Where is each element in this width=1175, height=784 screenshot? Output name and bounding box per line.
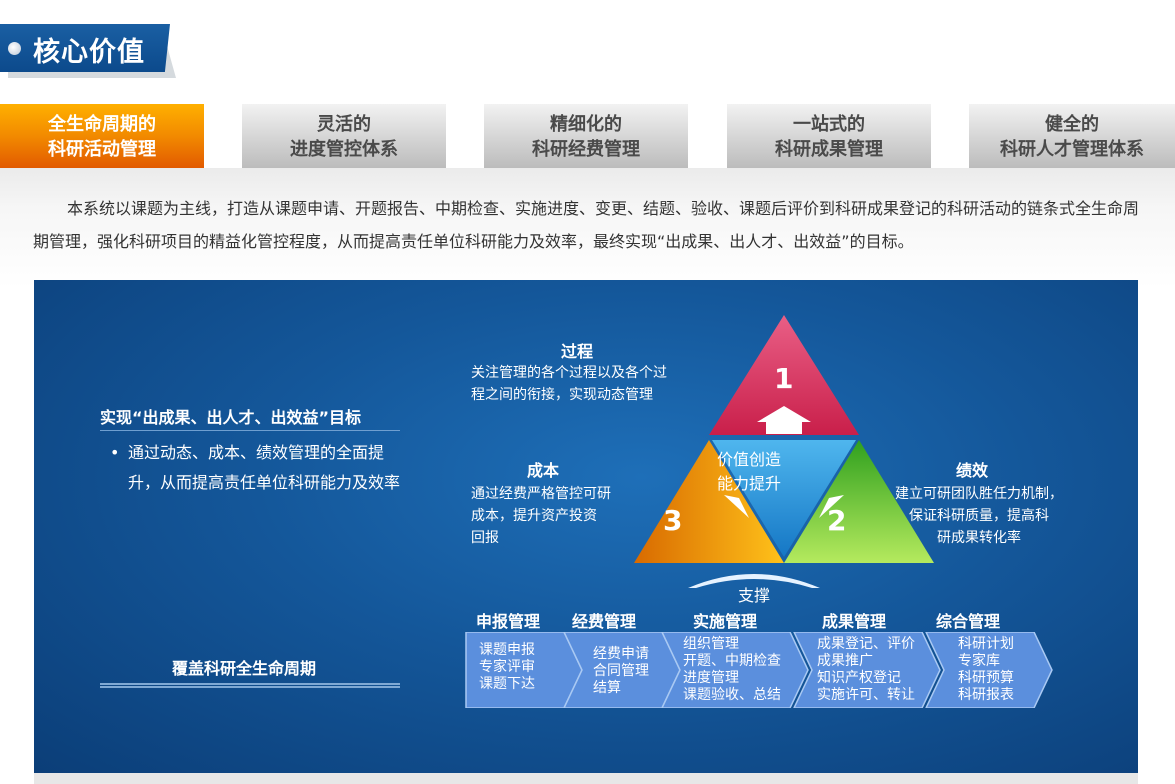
value-diagram-panel: 实现“出成果、出人才、出效益”目标 • 通过动态、成本、绩效管理的全面提升，从而…	[34, 280, 1138, 773]
tab-label-line2: 科研经费管理	[532, 139, 640, 160]
section-title-banner: 核心价值	[0, 24, 178, 78]
process-number: 1	[774, 362, 794, 395]
module-item: 课题下达	[479, 676, 535, 692]
process-title: 过程	[561, 342, 594, 361]
module-items-funding: 经费申请 合同管理 结算	[593, 646, 649, 697]
performance-desc-line: 保证科研质量，提高科	[909, 508, 1049, 524]
module-item: 科研计划	[958, 636, 1014, 652]
module-items-implementation: 组织管理 开题、中期检查 进度管理 课题验收、总结	[683, 636, 781, 704]
support-arc-icon	[688, 574, 820, 588]
module-items-application: 课题申报 专家评审 课题下达	[479, 642, 535, 693]
tab-lifecycle[interactable]: 全生命周期的 科研活动管理	[0, 104, 204, 168]
tab-label-line2: 科研活动管理	[48, 139, 156, 160]
module-item: 知识产权登记	[817, 670, 901, 686]
coverage-divider	[100, 683, 400, 688]
module-item: 成果登记、评价	[817, 636, 915, 652]
tab-strip: 全生命周期的 科研活动管理 灵活的 进度管控体系 精细化的 科研经费管理 一站式…	[0, 104, 1175, 168]
process-desc-line: 程之间的衔接，实现动态管理	[471, 387, 653, 403]
title-background	[0, 24, 170, 72]
goal-description-text: 通过动态、成本、绩效管理的全面提升，从而提高责任单位科研能力及效率	[128, 443, 401, 492]
bullet-icon: •	[110, 443, 120, 462]
cost-description: 通过经费严格管控可研 成本，提升资产投资 回报	[471, 483, 611, 549]
module-item: 课题验收、总结	[683, 687, 781, 703]
support-label: 支撑	[738, 586, 771, 605]
lifecycle-coverage-label: 覆盖科研全生命周期	[172, 659, 317, 678]
module-item: 专家评审	[479, 659, 535, 675]
process-description: 关注管理的各个过程以及各个过 程之间的衔接，实现动态管理	[471, 362, 667, 406]
module-item: 科研预算	[958, 670, 1014, 686]
module-title-funding: 经费管理	[572, 612, 637, 631]
tab-label-line2: 科研人才管理体系	[1000, 139, 1144, 160]
cost-title: 成本	[527, 461, 560, 480]
center-label-line: 价值创造	[717, 450, 782, 469]
cost-number: 3	[663, 504, 683, 537]
title-bullet-icon	[8, 42, 21, 55]
goal-description: • 通过动态、成本、绩效管理的全面提升，从而提高责任单位科研能力及效率	[110, 438, 410, 498]
tab-label-line2: 进度管控体系	[290, 139, 398, 160]
performance-triangle	[784, 440, 934, 563]
tab-label-line2: 科研成果管理	[775, 139, 883, 160]
module-items-comprehensive: 科研计划 专家库 科研预算 科研报表	[958, 636, 1014, 704]
module-item: 组织管理	[683, 636, 739, 652]
cost-desc-line: 成本，提升资产投资	[471, 508, 597, 524]
performance-title: 绩效	[956, 461, 989, 480]
up-arrow-icon	[757, 406, 811, 434]
center-triangle	[712, 440, 856, 557]
module-item: 科研报表	[958, 687, 1014, 703]
performance-description: 建立可研团队胜任力机制， 保证科研质量，提高科 研成果转化率	[884, 483, 1074, 549]
module-item: 开题、中期检查	[683, 653, 781, 669]
right-arrow-icon	[819, 495, 844, 518]
performance-desc-line: 研成果转化率	[937, 530, 1021, 546]
module-arrow-funding	[563, 632, 681, 708]
module-arrow-achievements	[793, 632, 941, 708]
cost-desc-line: 回报	[471, 530, 499, 546]
module-item: 实施许可、转让	[817, 687, 915, 703]
module-item: 专家库	[958, 653, 1000, 669]
module-arrow-implementation	[661, 632, 809, 708]
module-item: 经费申请	[593, 646, 649, 662]
module-item: 结算	[593, 680, 621, 696]
module-title-achievements: 成果管理	[822, 612, 887, 631]
module-title-application: 申报管理	[476, 612, 541, 631]
process-triangle	[709, 315, 859, 435]
tab-label-line1: 健全的	[1045, 114, 1099, 135]
module-items-achievements: 成果登记、评价 成果推广 知识产权登记 实施许可、转让	[817, 636, 915, 704]
module-arrow-comprehensive	[925, 632, 1053, 708]
center-label-line: 能力提升	[717, 474, 782, 493]
tab-label-line1: 全生命周期的	[48, 114, 156, 135]
value-triangle-graphic	[634, 315, 934, 563]
goal-divider	[100, 430, 400, 431]
tab-label-line1: 精细化的	[550, 114, 622, 135]
module-title-implementation: 实施管理	[693, 612, 758, 631]
performance-desc-line: 建立可研团队胜任力机制，	[895, 486, 1063, 502]
tab-label-line1: 灵活的	[317, 114, 371, 135]
tab-label-line1: 一站式的	[793, 114, 865, 135]
tab-progress[interactable]: 灵活的 进度管控体系	[242, 104, 446, 168]
module-item: 课题申报	[479, 642, 535, 658]
module-item: 合同管理	[593, 663, 649, 679]
module-title-comprehensive: 综合管理	[936, 612, 1001, 631]
description-text: 本系统以课题为主线，打造从课题申请、开题报告、中期检查、实施进度、变更、结题、验…	[33, 199, 1140, 251]
performance-number: 2	[827, 504, 847, 537]
tab-funding[interactable]: 精细化的 科研经费管理	[484, 104, 688, 168]
tab-talent[interactable]: 健全的 科研人才管理体系	[969, 104, 1175, 168]
cost-triangle	[634, 440, 784, 563]
tab-achievements[interactable]: 一站式的 科研成果管理	[727, 104, 931, 168]
module-item: 进度管理	[683, 670, 739, 686]
section-title: 核心价值	[33, 37, 145, 68]
process-desc-line: 关注管理的各个过程以及各个过	[471, 365, 667, 381]
module-item: 成果推广	[817, 653, 873, 669]
center-label: 价值创造 能力提升	[717, 448, 781, 496]
goal-title: 实现“出成果、出人才、出效益”目标	[100, 408, 362, 427]
panel-bottom-strip	[34, 773, 1138, 784]
cost-desc-line: 通过经费严格管控可研	[471, 486, 611, 502]
left-arrow-icon	[724, 495, 749, 518]
